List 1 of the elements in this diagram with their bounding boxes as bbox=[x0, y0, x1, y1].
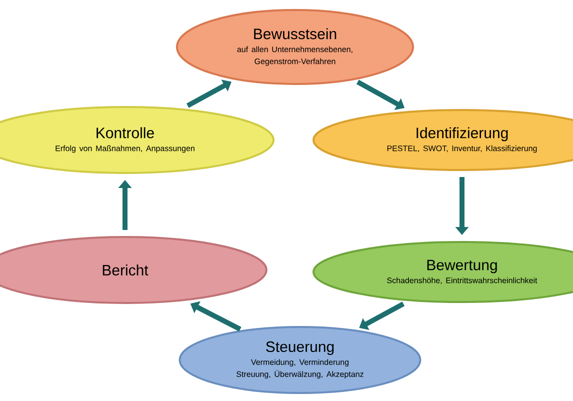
arrow bbox=[186, 80, 232, 108]
